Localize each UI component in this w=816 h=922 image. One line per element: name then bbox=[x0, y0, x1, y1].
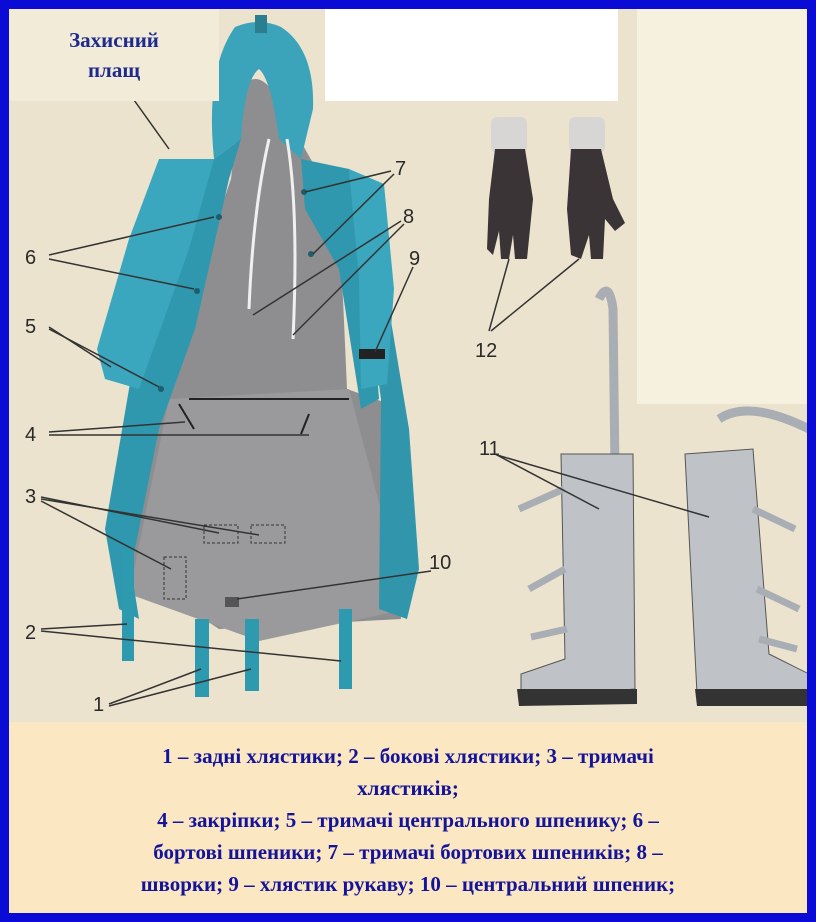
page-title: Захисний плащ bbox=[69, 25, 159, 85]
caption-box: 1 – задні хлястики; 2 – бокові хлястики;… bbox=[9, 722, 807, 913]
label-3: 3 bbox=[25, 486, 36, 508]
label-1: 1 bbox=[93, 694, 104, 716]
label-9: 9 bbox=[409, 248, 420, 270]
label-2: 2 bbox=[25, 622, 36, 644]
title-box: Захисний плащ bbox=[9, 9, 219, 101]
label-10: 10 bbox=[429, 552, 451, 574]
protective-gear-illustration: 1 2 3 4 5 6 7 8 9 10 11 12 Захисний плащ bbox=[9, 9, 807, 722]
label-8: 8 bbox=[403, 206, 414, 228]
gloves bbox=[487, 117, 625, 259]
label-4: 4 bbox=[25, 424, 36, 446]
caption-line-2: хлястиків; bbox=[9, 776, 807, 801]
label-11: 11 bbox=[479, 438, 500, 460]
caption-line-3: 4 – закріпки; 5 – тримачі центрального ш… bbox=[9, 808, 807, 833]
label-12: 12 bbox=[475, 340, 497, 362]
slide-panel: 1 2 3 4 5 6 7 8 9 10 11 12 Захисний плащ… bbox=[9, 9, 807, 913]
label-6: 6 bbox=[25, 247, 36, 269]
label-5: 5 bbox=[25, 316, 36, 338]
label-7: 7 bbox=[395, 158, 406, 180]
cloak-figure bbox=[97, 15, 419, 697]
caption-line-5: шворки; 9 – хлястик рукаву; 10 – централ… bbox=[9, 872, 807, 897]
caption-line-1: 1 – задні хлястики; 2 – бокові хлястики;… bbox=[9, 744, 807, 769]
blank-area-top bbox=[325, 9, 618, 101]
blank-area-right bbox=[637, 9, 807, 404]
caption-line-4: бортові шпеники; 7 – тримачі бортових шп… bbox=[9, 840, 807, 865]
